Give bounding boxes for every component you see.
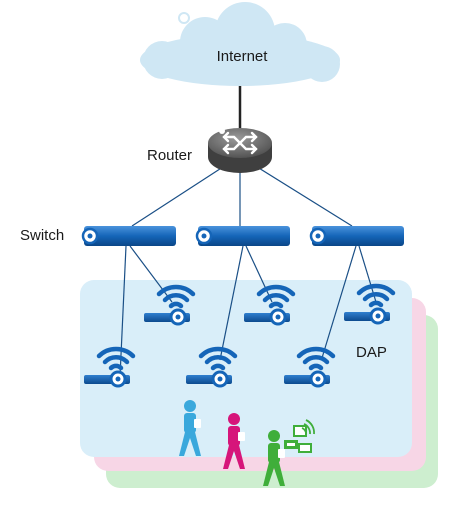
router-label: Router	[147, 147, 192, 164]
router-icon	[208, 128, 272, 173]
connection-lines	[119, 60, 377, 378]
switch-label: Switch	[20, 227, 64, 244]
dap-label: DAP	[356, 344, 387, 361]
switch-icon	[309, 226, 404, 246]
internet-label: Internet	[217, 48, 269, 65]
terminal-icon	[284, 419, 315, 453]
switch-icon	[81, 226, 176, 246]
zone-blue	[80, 280, 412, 457]
switch-icon	[195, 226, 290, 246]
cloud-icon	[140, 2, 340, 86]
